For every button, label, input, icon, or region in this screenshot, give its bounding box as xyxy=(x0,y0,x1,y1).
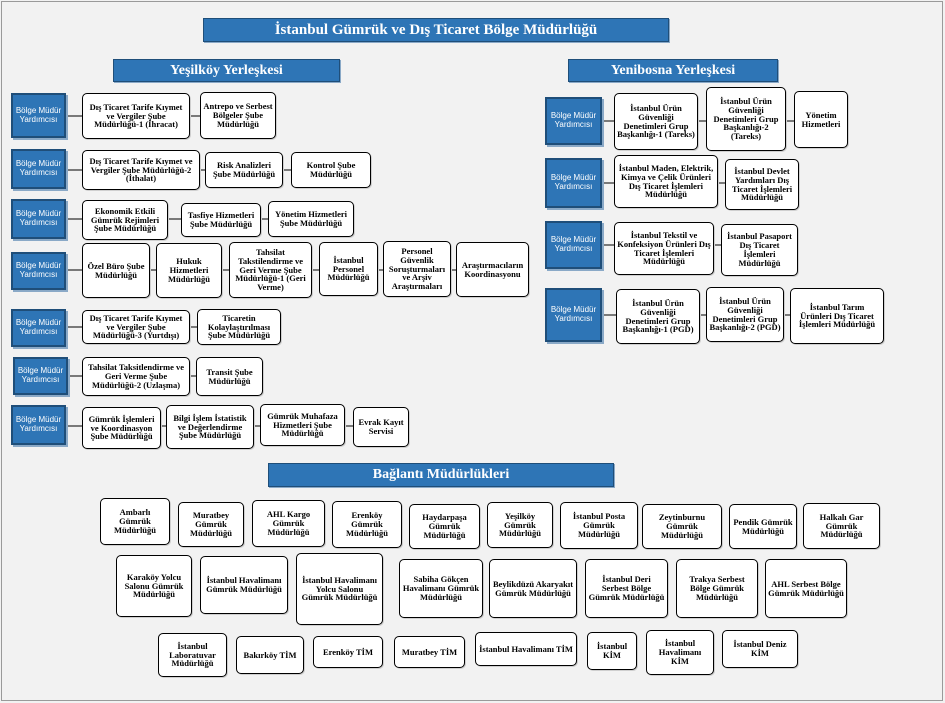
unit-box: Gümrük Muhafaza Hizmetleri Şube Müdürlüğ… xyxy=(260,404,345,446)
unit-box: İstanbul Tarım Ürünleri Dış Ticaret İşle… xyxy=(790,288,884,344)
link-unit-box: Beylikdüzü Akaryakıt Gümrük Müdürlüğü xyxy=(489,559,577,618)
link-unit-box: İstanbul KİM xyxy=(587,632,637,670)
link-unit-box: İstanbul Havalimanı Yolcu Salonu Gümrük … xyxy=(296,553,383,625)
link-unit-box: İstanbul Havalimanı TİM xyxy=(475,632,577,666)
unit-box: Tahsilat Takstilendirme ve Geri Verme Şu… xyxy=(229,242,312,298)
unit-box: Tahsilat Taksitlendirme ve Geri Verme Şu… xyxy=(82,357,190,396)
link-unit-box: Erenköy Gümrük Müdürlüğü xyxy=(332,501,402,548)
unit-box: Dış Ticaret Tarife Kıymet ve Vergiler Şu… xyxy=(82,150,200,190)
yesilkoy-assistant-2: Bölge Müdür Yardımcısı xyxy=(11,149,66,189)
unit-box: Dış Ticaret Tarife Kıymet ve Vergiler Şu… xyxy=(82,93,190,139)
link-unit-box: AHL Serbest Bölge Gümrük Müdürlüğü xyxy=(765,559,847,618)
yesilkoy-assistant-1: Bölge Müdür Yardımcısı xyxy=(11,93,66,138)
unit-box: İstanbul Maden, Elektrik, Kimya ve Çelik… xyxy=(614,155,718,208)
link-unit-box: İstanbul Deri Serbest Bölge Gümrük Müdür… xyxy=(585,559,668,618)
link-unit-box: Erenköy TİM xyxy=(313,636,383,668)
unit-box: İstanbul Pasaport Dış Ticaret İşlemleri … xyxy=(721,224,798,276)
baglanti-title: Bağlantı Müdürlükleri xyxy=(268,463,614,487)
yenibosna-assistant-4: Bölge Müdür Yardımcısı xyxy=(545,288,602,342)
yenibosna-assistant-3: Bölge Müdür Yardımcısı xyxy=(545,221,602,269)
link-unit-box: İstanbul Laboratuvar Müdürlüğü xyxy=(158,633,227,677)
yesilkoy-assistant-4: Bölge Müdür Yardımcısı xyxy=(11,252,66,290)
yenibosna-title: Yenibosna Yerleşkesi xyxy=(568,59,778,82)
link-unit-box: İstanbul Havalimanı Gümrük Müdürlüğü xyxy=(200,556,288,614)
unit-box: İstanbul Tekstil ve Konfeksiyon Ürünleri… xyxy=(614,222,714,275)
unit-box: Kontrol Şube Müdürlüğü xyxy=(291,152,371,188)
yenibosna-assistant-1: Bölge Müdür Yardımcısı xyxy=(545,97,602,145)
link-unit-box: Zeytinburnu Gümrük Müdürlüğü xyxy=(642,504,722,549)
unit-box: Evrak Kayıt Servisi xyxy=(353,407,409,447)
link-unit-box: Muratbey TİM xyxy=(394,636,465,668)
unit-box: Risk Analizleri Şube Müdürlüğü xyxy=(205,152,283,188)
link-unit-box: İstanbul Havalimanı KİM xyxy=(646,630,714,675)
unit-box: Yönetim Hizmetleri xyxy=(794,91,848,148)
link-unit-box: Haydarpaşa Gümrük Müdürlüğü xyxy=(409,504,480,549)
unit-box: Antrepo ve Serbest Bölgeler Şube Müdürlü… xyxy=(200,92,276,139)
unit-box: Tasfiye Hizmetleri Şube Müdürlüğü xyxy=(181,203,261,237)
link-unit-box: Trakya Serbest Bölge Gümrük Müdürlüğü xyxy=(676,559,758,618)
unit-box: Dış Ticaret Tarife Kıymet ve Vergiler Şu… xyxy=(82,310,190,344)
main-title: İstanbul Gümrük ve Dış Ticaret Bölge Müd… xyxy=(203,18,669,42)
link-unit-box: Sabiha Gökçen Havalimanı Gümrük Müdürlüğ… xyxy=(399,559,483,618)
unit-box: İstanbul Ürün Güvenliği Denetimleri Grup… xyxy=(706,287,784,342)
yenibosna-assistant-2: Bölge Müdür Yardımcısı xyxy=(545,158,602,208)
link-unit-box: Yeşilköy Gümrük Müdürlüğü xyxy=(487,502,553,548)
unit-box: Araştırmacıların Koordinasyonu xyxy=(456,242,529,297)
link-unit-box: İstanbul Posta Gümrük Müdürlüğü xyxy=(560,502,638,549)
yesilkoy-assistant-3: Bölge Müdür Yardımcısı xyxy=(11,199,66,239)
unit-box: İstanbul Ürün Güvenliği Denetimleri Grup… xyxy=(614,93,698,150)
unit-box: Transit Şube Müdürlüğü xyxy=(196,357,263,396)
unit-box: Ticaretin Kolaylaştırılması Şube Müdürlü… xyxy=(197,309,281,345)
link-unit-box: İstanbul Deniz KİM xyxy=(722,630,798,668)
yesilkoy-assistant-7: Bölge Müdür Yardımcısı xyxy=(11,405,66,445)
unit-box: Yönetim Hizmetleri Şube Müdürlüğü xyxy=(268,201,354,237)
unit-box: Personel Güvenlik Soruşturmaları ve Arşi… xyxy=(383,241,451,297)
link-unit-box: Halkalı Gar Gümrük Müdürlüğü xyxy=(803,503,880,549)
link-unit-box: Ambarlı Gümrük Müdürlüğü xyxy=(100,498,170,545)
link-unit-box: Muratbey Gümrük Müdürlüğü xyxy=(178,502,244,547)
link-unit-box: Bakırköy TİM xyxy=(236,636,304,674)
yesilkoy-assistant-5: Bölge Müdür Yardımcısı xyxy=(11,309,66,347)
unit-box: Hukuk Hizmetleri Müdürlüğü xyxy=(156,243,222,298)
unit-box: İstanbul Devlet Yardımları Dış Ticaret İ… xyxy=(725,159,799,210)
unit-box: Özel Büro Şube Müdürlüğü xyxy=(82,243,150,298)
unit-box: Gümrük İşlemleri ve Koordinasyon Şube Mü… xyxy=(82,407,161,449)
yesilkoy-title: Yeşilköy Yerleşkesi xyxy=(113,59,340,82)
unit-box: Bilgi İşlem İstatistik ve Değerlendirme … xyxy=(166,405,254,449)
unit-box: İstanbul Personel Müdürlüğü xyxy=(319,242,378,296)
link-unit-box: AHL Kargo Gümrük Müdürlüğü xyxy=(252,500,325,547)
unit-box: Ekonomik Etkili Gümrük Rejimleri Şube Mü… xyxy=(82,200,168,240)
link-unit-box: Karaköy Yolcu Salonu Gümrük Müdürlüğü xyxy=(116,555,192,617)
yesilkoy-assistant-6: Bölge Müdür Yardımcısı xyxy=(13,357,68,395)
unit-box: İstanbul Ürün Güvenliği Denetimleri Grup… xyxy=(616,289,700,344)
unit-box: İstanbul Ürün Güvenliği Denetimleri Grup… xyxy=(706,87,786,151)
link-unit-box: Pendik Gümrük Müdürlüğü xyxy=(729,504,797,549)
